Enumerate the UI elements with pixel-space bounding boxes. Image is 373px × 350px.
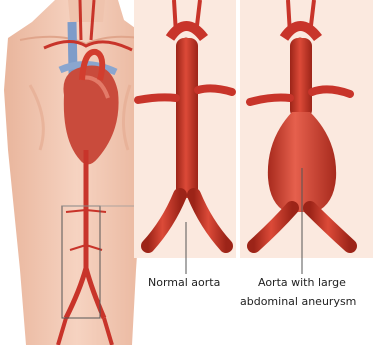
normal-renal-branch-right — [198, 88, 232, 92]
aneurysm-label-line2: abdominal aneurysm — [240, 295, 356, 309]
normal-aorta-trunk — [176, 38, 198, 198]
aneurysm-aorta-panel — [240, 0, 373, 274]
aneurysm-renal-branch-left — [250, 98, 290, 103]
aneurysm-renal-branch-right — [312, 89, 350, 94]
aneurysm-upper-trunk — [290, 38, 312, 118]
torso-figure — [4, 0, 150, 345]
aneurysm-label-line1: Aorta with large — [258, 276, 346, 290]
normal-renal-branch-left — [138, 97, 176, 100]
normal-aorta-panel — [134, 0, 236, 274]
normal-aorta-label: Normal aorta — [148, 276, 220, 290]
neck — [68, 0, 105, 22]
carotid-left — [80, 0, 81, 40]
